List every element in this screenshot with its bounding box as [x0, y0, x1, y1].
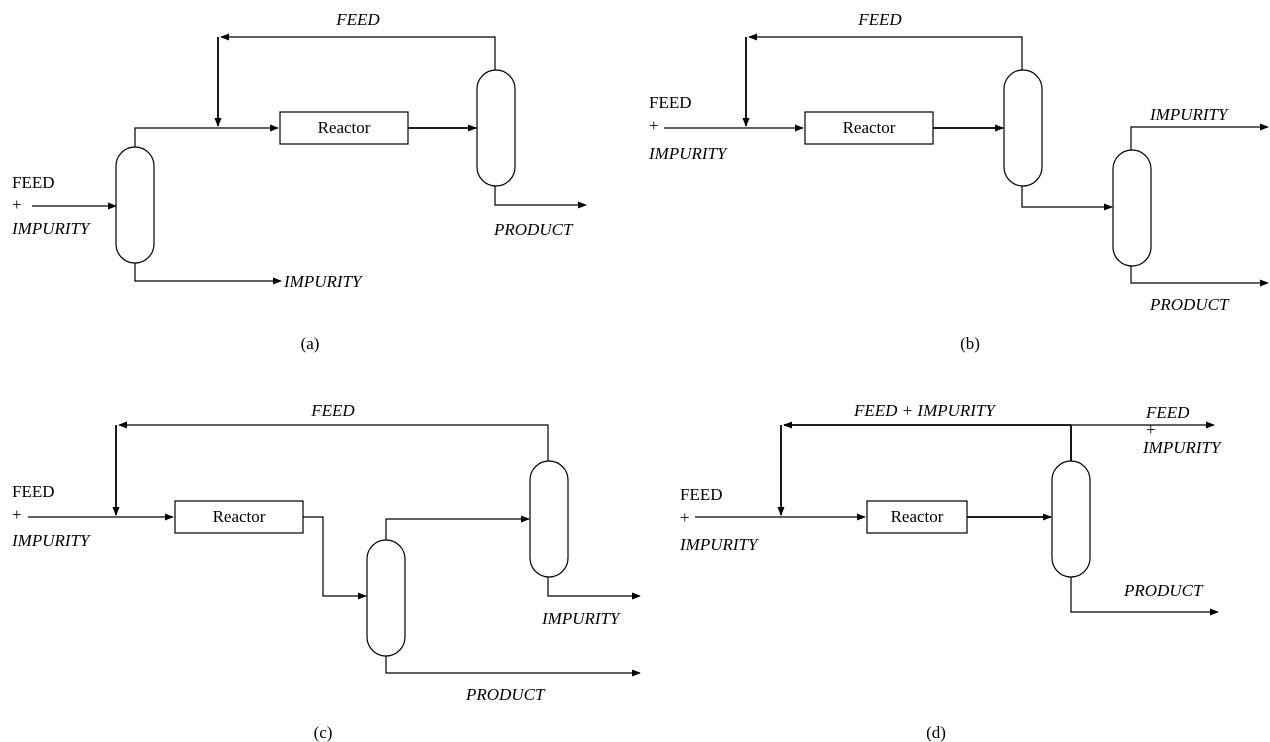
caption-a: (a) — [301, 334, 320, 353]
caption-b: (b) — [960, 334, 980, 353]
impurity-outlet-arrow-c — [547, 577, 641, 600]
impurity-outlet-label-b: IMPURITY — [1149, 105, 1229, 124]
product-outlet-arrow-c — [385, 656, 641, 677]
panel-d: FEED + IMPURITY Reactor FEED + IMPURITY … — [679, 401, 1222, 742]
recycle-feed-impurity-label-d: FEED + IMPURITY — [853, 401, 996, 420]
panel-c: FEED + IMPURITY Reactor PRODUCT FEED IMP… — [11, 401, 641, 742]
recycle-line-c — [118, 421, 549, 461]
impurity-outlet-label-c: IMPURITY — [541, 609, 621, 628]
reactor-b — [804, 111, 934, 145]
separation-column-2-b — [1112, 149, 1152, 267]
reactor-d — [866, 500, 968, 534]
column-to-column-arrow-c — [385, 515, 530, 540]
product-label-b: PRODUCT — [1149, 295, 1230, 314]
separation-column-2-a — [476, 69, 516, 187]
reactor-to-column-arrow-c — [303, 516, 367, 600]
column-to-column-arrow-b — [1021, 186, 1113, 211]
inlet-impurity-label-a: IMPURITY — [11, 219, 91, 238]
inlet-feed-label-b: FEED — [649, 93, 692, 112]
inlet-plus-label-d: + — [680, 508, 690, 527]
product-outlet-arrow-b — [1130, 266, 1269, 287]
reactor-label-d: Reactor — [891, 507, 944, 526]
inlet-impurity-label-c: IMPURITY — [11, 531, 91, 550]
product-outlet-arrow-a — [494, 186, 587, 209]
inlet-plus-label-b: + — [649, 116, 659, 135]
purge-feed-label-d: FEED — [1145, 403, 1190, 422]
inlet-feed-label-a: FEED — [12, 173, 55, 192]
separation-column-1-c — [366, 539, 406, 657]
inlet-impurity-label-d: IMPURITY — [679, 535, 759, 554]
product-label-a: PRODUCT — [493, 220, 574, 239]
column-to-reactor-line-a — [134, 124, 279, 147]
inlet-feed-label-c: FEED — [12, 482, 55, 501]
caption-d: (d) — [926, 723, 946, 742]
caption-c: (c) — [314, 723, 333, 742]
recycle-line-a — [220, 33, 496, 70]
impurity-outlet-label-a: IMPURITY — [283, 272, 363, 291]
reactor-c — [174, 500, 304, 534]
product-label-d: PRODUCT — [1123, 581, 1204, 600]
reactor-label-b: Reactor — [843, 118, 896, 137]
inlet-plus-label-c: + — [12, 505, 22, 524]
separation-column-2-c — [529, 460, 569, 578]
panel-b: FEED + IMPURITY Reactor FEED IMPURITY PR… — [648, 10, 1269, 353]
purge-impurity-label-d: IMPURITY — [1142, 438, 1222, 457]
separation-column-1-b — [1003, 69, 1043, 187]
product-label-c: PRODUCT — [465, 685, 546, 704]
panel-a: FEED + IMPURITY IMPURITY Reactor FEED PR… — [11, 10, 587, 353]
separation-column-1-a — [115, 146, 155, 264]
inlet-plus-label-a: + — [12, 195, 22, 214]
purge-plus-label-d: + — [1146, 420, 1156, 439]
separation-column-d — [1051, 460, 1091, 578]
impurity-outlet-arrow-b — [1130, 123, 1269, 150]
recycle-feed-label-b: FEED — [857, 10, 902, 29]
reactor-label-a: Reactor — [318, 118, 371, 137]
product-outlet-arrow-d — [1070, 577, 1219, 616]
recycle-feed-label-a: FEED — [335, 10, 380, 29]
inlet-impurity-label-b: IMPURITY — [648, 144, 728, 163]
inlet-feed-label-d: FEED — [680, 485, 723, 504]
recycle-line-b — [748, 33, 1023, 70]
recycle-feed-label-c: FEED — [310, 401, 355, 420]
reactor-label-c: Reactor — [213, 507, 266, 526]
impurity-outlet-arrow-a — [134, 263, 282, 285]
